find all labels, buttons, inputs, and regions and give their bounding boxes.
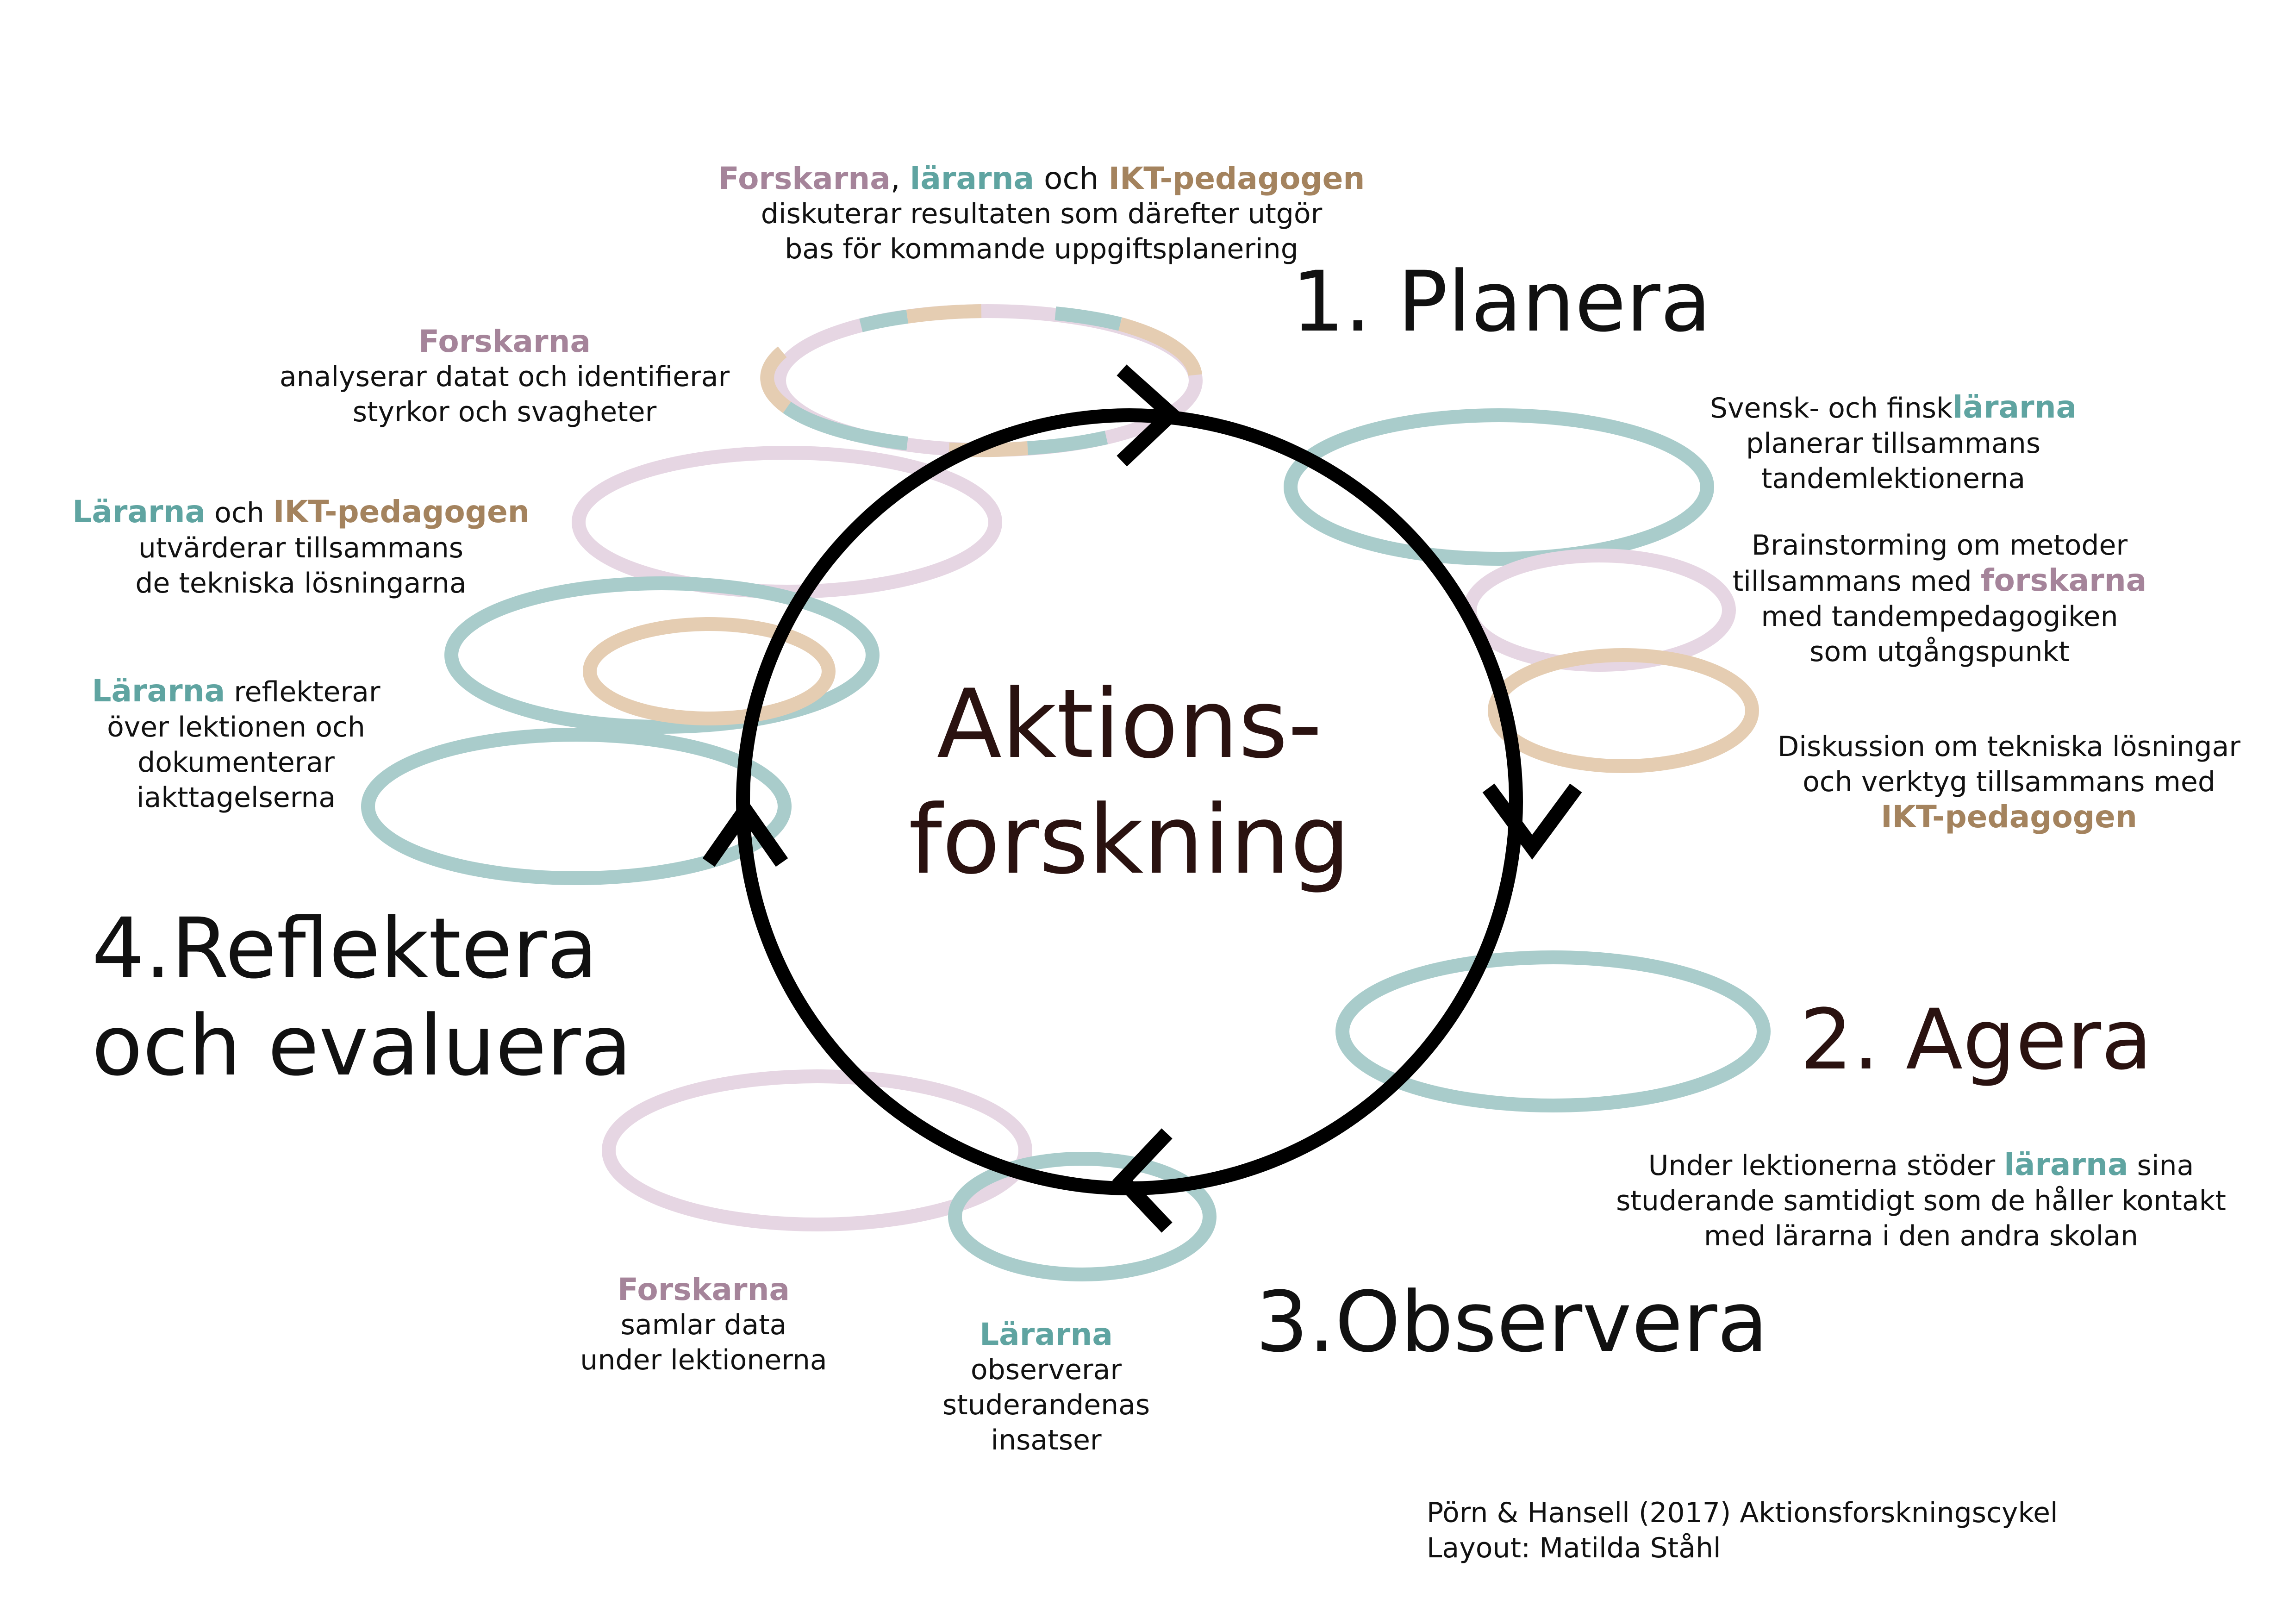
- note-act-post: sina: [2128, 1149, 2194, 1182]
- separator: och: [206, 497, 273, 529]
- note-tech-line1: Diskussion om tekniska lösningar: [1778, 731, 2240, 763]
- note-discuss-results-line2: diskuterar resultaten som därefter utgör: [761, 198, 1323, 230]
- ring-lararna-reflect: [361, 728, 792, 885]
- ring-ikt-evaluate: [583, 617, 836, 725]
- ring-forskarna-collect: [602, 1069, 1032, 1231]
- actor-lararna: Lärarna: [92, 673, 225, 709]
- actor-ikt-pedagogen: IKT-pedagogen: [1881, 799, 2137, 835]
- note-reflect-verb: reflekterar: [225, 676, 381, 708]
- center-title-line2: forskning: [908, 785, 1351, 895]
- note-discuss-results: Forskarna, lärarna och IKT-pedagogen dis…: [630, 161, 1454, 267]
- actor-ikt-pedagogen: IKT-pedagogen: [1108, 161, 1365, 196]
- note-act: Under lektionerna stöder lärarna sina st…: [1602, 1147, 2240, 1254]
- note-brainstorm-line2: tillsammans med forskarna: [1685, 563, 2194, 599]
- arrow-head-top: [1117, 364, 1182, 467]
- actor-forskarna: Forskarna: [418, 324, 591, 359]
- note-observe-teachers-line3: studerandenas: [942, 1389, 1150, 1421]
- note-plan-teachers-line3: tandemlektionerna: [1761, 462, 2026, 495]
- note-reflect-line1: Lärarna reflekterar: [65, 674, 407, 710]
- note-discuss-results-line1: Forskarna, lärarna och IKT-pedagogen: [630, 161, 1454, 196]
- note-analyze: Forskarna analyserar datat och identifie…: [241, 324, 768, 430]
- stage-observera: 3.Observera: [1255, 1274, 1768, 1371]
- actor-lararna: lärarna: [1952, 389, 2077, 425]
- arrow-head-right: [1482, 783, 1582, 860]
- note-plan-teachers-line1: Svensk- och finsklärarna: [1685, 390, 2102, 426]
- stage-reflektera-line2: och evaluera: [92, 998, 632, 1094]
- credit: Pörn & Hansell (2017) Aktionsforskningsc…: [1427, 1495, 2058, 1566]
- note-plan-teachers: Svensk- och finsklärarna planerar tillsa…: [1685, 390, 2102, 496]
- note-analyze-line2: analyserar datat och identifierar: [279, 361, 730, 393]
- note-brainstorm-line4: som utgångspunkt: [1809, 636, 2070, 668]
- actor-forskarna: Forskarna: [617, 1272, 790, 1307]
- separator: ,: [890, 161, 910, 196]
- note-evaluate-line1: Lärarna och IKT-pedagogen: [37, 494, 565, 531]
- note-collect-line2: samlar data: [620, 1309, 787, 1341]
- actor-lararna: lärarna: [910, 161, 1035, 196]
- ring-lararna-evaluate: [444, 576, 880, 734]
- note-observe-teachers-line2: observerar: [970, 1354, 1122, 1386]
- note-analyze-line3: styrkor och svagheter: [352, 396, 657, 428]
- stage-agera: 2. Agera: [1800, 992, 2152, 1088]
- note-reflect-line3: dokumenterar: [137, 746, 335, 779]
- note-brainstorm: Brainstorming om metoder tillsammans med…: [1685, 528, 2194, 669]
- note-reflect-line4: iakttagelserna: [136, 781, 336, 814]
- note-tech: Diskussion om tekniska lösningar och ver…: [1759, 729, 2259, 835]
- note-plan-teachers-line2: planerar tillsammans: [1746, 427, 2041, 460]
- top-multicolor-ring: [760, 304, 1203, 457]
- note-act-line3: med lärarna i den andra skolan: [1703, 1220, 2139, 1252]
- note-collect-line3: under lektionerna: [580, 1344, 827, 1376]
- ring-ikt-tech: [1488, 648, 1759, 773]
- actor-lararna: Lärarna: [72, 494, 206, 530]
- note-act-line1: Under lektionerna stöder lärarna sina: [1602, 1147, 2240, 1183]
- ring-lararna-observe: [948, 1152, 1217, 1281]
- note-collect: Forskarna samlar data under lektionerna: [565, 1272, 842, 1378]
- actor-forskarna: forskarna: [1980, 562, 2147, 598]
- note-reflect-line2: över lektionen och: [107, 711, 365, 743]
- note-plan-teachers-pre: Svensk- och finsk: [1710, 392, 1953, 425]
- note-brainstorm-pre: tillsammans med: [1732, 565, 1981, 598]
- note-observe-teachers: Lärarna observerar studerandenas insatse…: [907, 1317, 1185, 1458]
- credit-line2: Layout: Matilda Ståhl: [1427, 1532, 1721, 1564]
- stage-planera: 1. Planera: [1292, 254, 1711, 350]
- ring-lararna-plan: [1284, 408, 1714, 566]
- actor-ikt-pedagogen: IKT-pedagogen: [273, 494, 530, 530]
- actor-lararna: lärarna: [2004, 1147, 2128, 1182]
- note-evaluate-line3: de tekniska lösningarna: [135, 567, 467, 600]
- stage-reflektera: 4.Reflektera och evaluera: [92, 900, 632, 1095]
- ring-lararna-act: [1335, 950, 1771, 1112]
- note-observe-teachers-line4: insatser: [991, 1424, 1102, 1456]
- stage-reflektera-line1: 4.Reflektera: [92, 900, 598, 997]
- arrow-head-left: [702, 797, 788, 867]
- note-brainstorm-line3: med tandempedagogiken: [1761, 600, 2118, 633]
- arrow-head-bottom: [1112, 1128, 1173, 1233]
- note-discuss-results-line3: bas för kommande uppgiftsplanering: [785, 233, 1298, 265]
- center-title-line1: Aktions-: [936, 669, 1323, 780]
- note-evaluate-line2: utvärderar tillsammans: [138, 532, 464, 564]
- credit-line1: Pörn & Hansell (2017) Aktionsforskningsc…: [1427, 1497, 2058, 1529]
- actor-lararna: Lärarna: [980, 1317, 1113, 1352]
- note-tech-line2: och verktyg tillsammans med: [1803, 766, 2215, 798]
- center-title: Aktions- forskning: [870, 667, 1389, 898]
- note-act-line2: studerande samtidigt som de håller konta…: [1616, 1185, 2226, 1217]
- actor-forskarna: Forskarna: [718, 161, 891, 196]
- note-brainstorm-line1: Brainstorming om metoder: [1751, 529, 2128, 562]
- separator: och: [1034, 161, 1109, 196]
- note-reflect: Lärarna reflekterar över lektionen och d…: [65, 674, 407, 815]
- note-evaluate: Lärarna och IKT-pedagogen utvärderar til…: [37, 494, 565, 601]
- note-act-pre: Under lektionerna stöder: [1648, 1149, 2004, 1182]
